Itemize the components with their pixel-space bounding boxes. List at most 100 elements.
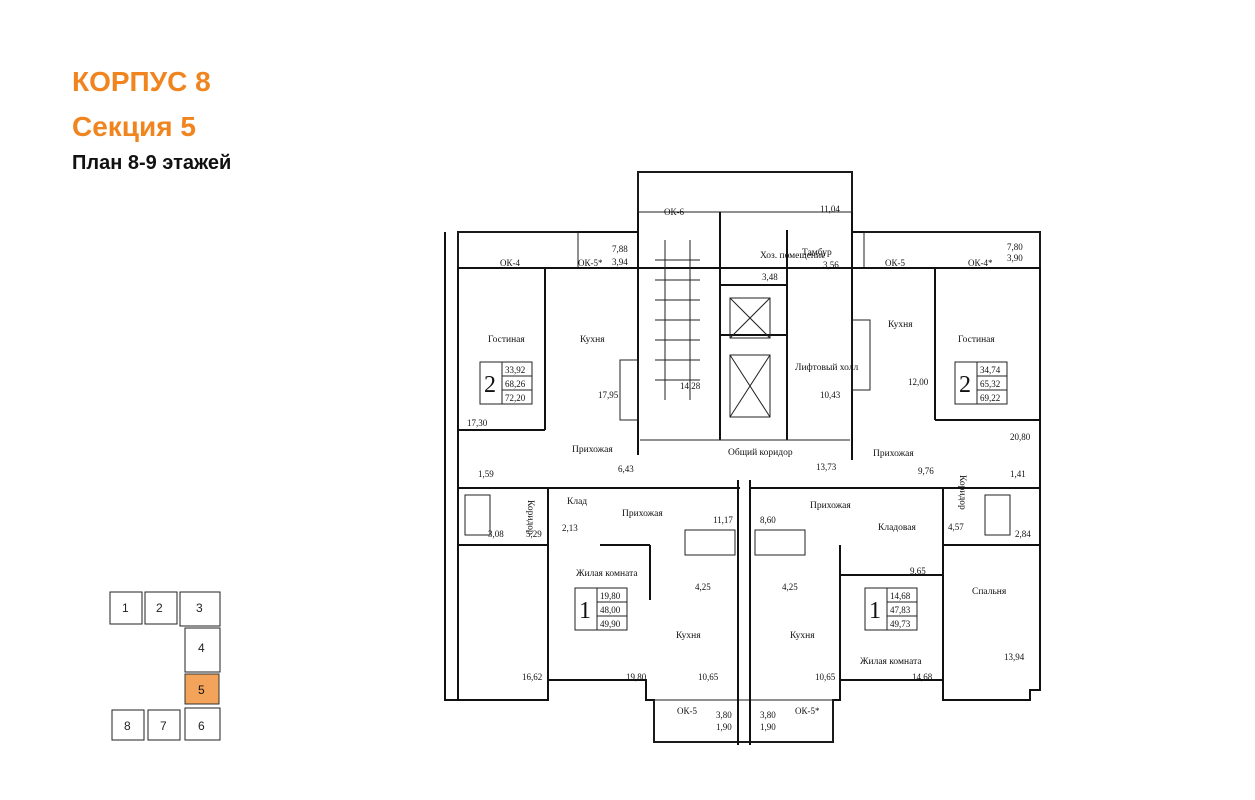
area-value: 9,65	[910, 566, 926, 576]
window-label: ОК-4*	[968, 258, 993, 268]
area-value: 9,76	[918, 466, 934, 476]
area-value: 20,80	[1010, 432, 1031, 442]
section-8[interactable]	[111, 709, 145, 741]
section-number: 3	[196, 601, 203, 615]
area-value: 3,48	[762, 272, 778, 282]
apartment-left-2: 2 33,92 68,26 72,20	[479, 361, 533, 405]
room-label: Прихожая	[572, 445, 613, 455]
area-value: 3,08	[488, 529, 504, 539]
section-3[interactable]	[179, 591, 221, 627]
area-value: 3,56	[823, 260, 839, 270]
room-label: Хоз. помещение	[760, 251, 825, 261]
section-title: Секция 5	[72, 111, 196, 142]
apt-living-area: 33,92	[505, 365, 525, 375]
window-labels: ОК-4 ОК-5* ОК-6 ОК-5 ОК-4* ОК-5 ОК-5*	[500, 207, 993, 716]
room-label: Кладовая	[878, 523, 916, 533]
area-value: 7,80	[1007, 242, 1023, 252]
apartment-right-1: 1 14,68 47,83 49,73	[864, 587, 918, 631]
room-label: Общий коридор	[728, 447, 793, 458]
area-value: 6,43	[618, 464, 634, 474]
area-value: 11,04	[820, 204, 840, 214]
area-value: 3,94	[612, 257, 628, 267]
room-label: Жилая комната	[860, 657, 922, 667]
apt-total-balcony-area: 72,20	[505, 393, 526, 403]
area-value: 5,29	[526, 529, 542, 539]
window-label: ОК-5*	[578, 258, 603, 268]
room-label: Кухня	[790, 631, 815, 641]
section-number: 4	[198, 641, 205, 655]
apt-total-area: 65,32	[980, 379, 1000, 389]
area-value: 16,62	[522, 672, 542, 682]
section-key-map: 1 2 3 4 5 6 7 8	[109, 591, 221, 741]
section-7[interactable]	[147, 709, 181, 741]
area-value: 10,65	[698, 672, 719, 682]
area-value: 2,84	[1015, 529, 1031, 539]
floor-plan-title: План 8-9 этажей	[72, 152, 232, 174]
bathroom-fixtures	[464, 319, 1011, 556]
area-value: 11,17	[713, 515, 733, 525]
window-label: ОК-5*	[795, 706, 820, 716]
area-value: 4,25	[695, 582, 711, 592]
apt-total-balcony-area: 49,73	[890, 619, 911, 629]
section-number: 8	[124, 719, 131, 733]
room-label: Кухня	[580, 335, 605, 345]
area-value: 14,68	[912, 672, 933, 682]
window-label: ОК-4	[500, 258, 520, 268]
section-5[interactable]	[184, 673, 220, 705]
area-value: 3,80	[760, 710, 776, 720]
section-6[interactable]	[184, 707, 221, 741]
apt-rooms: 2	[484, 372, 496, 398]
lift-shafts	[729, 297, 771, 418]
apt-rooms: 1	[579, 598, 591, 624]
section-2[interactable]	[144, 591, 178, 625]
area-value: 7,88	[612, 244, 628, 254]
area-value: 3,90	[1007, 253, 1023, 263]
area-value: 13,73	[816, 462, 837, 472]
window-label: ОК-6	[664, 207, 684, 217]
area-value: 4,57	[948, 522, 964, 532]
apt-rooms: 1	[869, 598, 881, 624]
area-value: 17,30	[467, 418, 488, 428]
apt-total-balcony-area: 69,22	[980, 393, 1000, 403]
section-number: 7	[160, 719, 167, 733]
section-number: 5	[198, 683, 205, 697]
room-label: Гостиная	[958, 335, 995, 345]
area-value: 14,28	[680, 381, 701, 391]
area-value: 13,94	[1004, 652, 1025, 662]
window-label: ОК-5	[677, 706, 697, 716]
room-labels: Гостиная Кухня Прихожая Кухня Гостиная П…	[488, 247, 1007, 667]
apt-total-balcony-area: 49,90	[600, 619, 621, 629]
apt-living-area: 19,80	[600, 591, 621, 601]
room-label: Прихожая	[810, 501, 851, 511]
area-value: 4,25	[782, 582, 798, 592]
room-label: Гостиная	[488, 335, 525, 345]
area-value: 10,43	[820, 390, 841, 400]
apt-living-area: 34,74	[980, 365, 1001, 375]
room-label: Прихожая	[622, 509, 663, 519]
room-label: Спальня	[972, 587, 1007, 597]
area-value: 19,80	[626, 672, 647, 682]
area-values: 7,88 3,94 11,04 3,48 3,56 7,80 3,90 17,9…	[467, 204, 1031, 732]
section-1[interactable]	[109, 591, 143, 625]
section-number: 2	[156, 601, 163, 615]
room-label: Жилая комната	[576, 569, 638, 579]
window-label: ОК-5	[885, 258, 905, 268]
area-value: 3,80	[716, 710, 732, 720]
room-label: Кухня	[888, 320, 913, 330]
room-label: Коридор	[957, 475, 967, 510]
apt-living-area: 14,68	[890, 591, 911, 601]
area-value: 17,95	[598, 390, 619, 400]
area-value: 1,59	[478, 469, 494, 479]
area-value: 1,90	[760, 722, 776, 732]
room-label: Прихожая	[873, 449, 914, 459]
section-4[interactable]	[184, 627, 221, 673]
room-label: Клад	[567, 497, 587, 507]
room-label: Кухня	[676, 631, 701, 641]
section-number: 1	[122, 601, 129, 615]
apt-total-area: 48,00	[600, 605, 621, 615]
room-label: Тамбур	[802, 247, 832, 258]
apartment-right-2: 2 34,74 65,32 69,22	[954, 361, 1008, 405]
apt-total-area: 68,26	[505, 379, 526, 389]
area-value: 2,13	[562, 523, 578, 533]
